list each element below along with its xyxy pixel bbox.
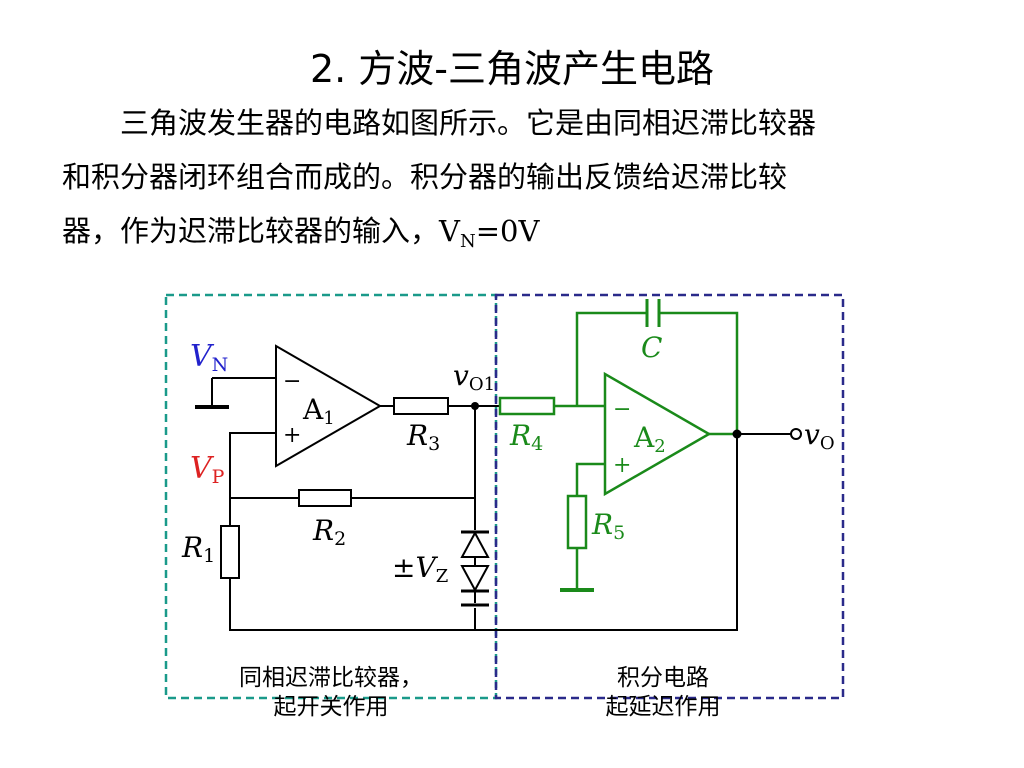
vp-label: VP xyxy=(190,451,225,488)
vn-formula: VN=0V xyxy=(439,214,540,251)
output-node-dot xyxy=(732,429,742,439)
a2-plus-wire xyxy=(575,462,605,496)
resistor-r3 xyxy=(393,397,449,415)
resistor-r4 xyxy=(498,396,556,416)
paragraph-line: 器，作为迟滞比较器的输入，VN=0V xyxy=(62,204,962,258)
resistor-r1 xyxy=(220,525,240,579)
r3-label: R3 xyxy=(406,419,440,455)
comparator-caption-line1: 同相迟滞比较器， xyxy=(239,665,423,691)
a2-plus-sign: + xyxy=(613,453,631,478)
a1-label: A1 xyxy=(302,393,335,429)
paragraph-line: 和积分器闭环组合而成的。积分器的输出反馈给迟滞比较 xyxy=(62,160,788,194)
opamp-a2 xyxy=(603,371,712,497)
description-paragraph: 三角波发生器的电路如图所示。它是由同相迟滞比较器 和积分器闭环组合而成的。积分器… xyxy=(62,96,962,258)
r1-bottom-wire xyxy=(229,434,738,631)
resistor-r5 xyxy=(566,494,588,550)
comparator-caption-line2: 起开关作用 xyxy=(273,694,389,720)
integrator-region-box xyxy=(494,293,845,700)
integrator-caption: 积分电路 起延迟作用 xyxy=(560,664,766,722)
vo1-node-dot xyxy=(471,402,479,410)
integrator-caption-line1: 积分电路 xyxy=(617,665,709,691)
zener-diode-bottom xyxy=(460,565,490,593)
resistor-r2 xyxy=(298,489,352,507)
integrator-caption-line2: 起延迟作用 xyxy=(605,694,721,720)
a2-minus-sign: − xyxy=(613,397,631,422)
paragraph-line-text: 器，作为迟滞比较器的输入， xyxy=(62,214,440,248)
r5-label: R5 xyxy=(591,508,625,544)
formula-rest: =0V xyxy=(475,214,540,248)
vz-label: ±VZ xyxy=(392,551,448,587)
opamp-a1 xyxy=(275,344,383,468)
formula-sub: N xyxy=(459,231,476,252)
a2-label: A2 xyxy=(633,421,666,457)
r1-label: R1 xyxy=(181,531,215,567)
slide-title: 2. 方波-三角波产生电路 xyxy=(309,47,715,91)
feedback-left-wire xyxy=(575,311,646,406)
r2-label: R2 xyxy=(312,514,346,550)
vo-label: vO xyxy=(804,418,835,454)
vo1-label: vO1 xyxy=(453,359,495,395)
c-label: C xyxy=(641,331,662,364)
vn-label: VN xyxy=(190,339,228,376)
comparator-caption: 同相迟滞比较器， 起开关作用 xyxy=(196,664,466,722)
feedback-right-wire xyxy=(660,311,739,434)
r4-label: R4 xyxy=(509,419,543,455)
paragraph-line: 三角波发生器的电路如图所示。它是由同相迟滞比较器 xyxy=(120,106,817,140)
output-terminal xyxy=(790,428,802,440)
a1-plus-sign: + xyxy=(283,423,301,448)
a1-plus-wire xyxy=(229,432,276,526)
a1-minus-sign: − xyxy=(283,369,301,394)
zener-diode-top xyxy=(460,530,490,558)
comparator-region-box xyxy=(164,293,498,700)
formula-base: V xyxy=(439,214,460,248)
